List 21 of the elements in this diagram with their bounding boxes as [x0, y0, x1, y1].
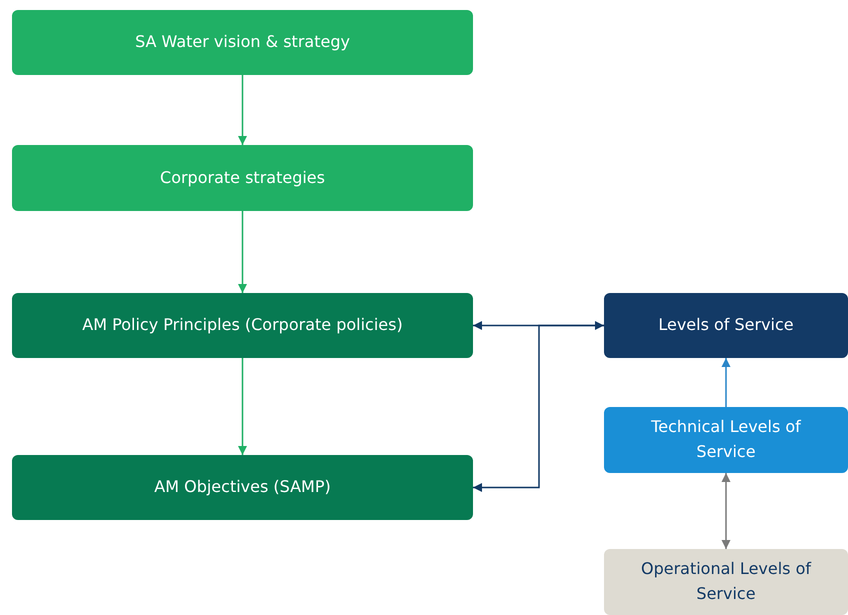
box-label: SA Water vision & strategy: [135, 31, 350, 54]
box-label: Operational Levels of Service: [640, 558, 812, 605]
process-box: [12, 293, 473, 358]
arrow: [473, 324, 604, 492]
process-box: [604, 293, 848, 358]
process-box: [12, 10, 473, 75]
process-box: [12, 145, 473, 211]
box-label: AM Objectives (SAMP): [154, 476, 331, 498]
box-label: Levels of Service: [658, 314, 794, 336]
arrow: [722, 473, 730, 549]
box-label: Corporate strategies: [160, 166, 325, 189]
arrow: [238, 358, 247, 455]
process-box: [12, 455, 473, 520]
box-label: Technical Levels of Service: [650, 416, 802, 463]
arrow: [473, 321, 604, 330]
box-label: AM Policy Principles (Corporate policies): [82, 314, 403, 336]
arrow: [238, 211, 247, 293]
process-box: [604, 407, 848, 473]
arrow: [722, 358, 730, 407]
arrow: [238, 75, 247, 145]
process-box: [604, 549, 848, 615]
